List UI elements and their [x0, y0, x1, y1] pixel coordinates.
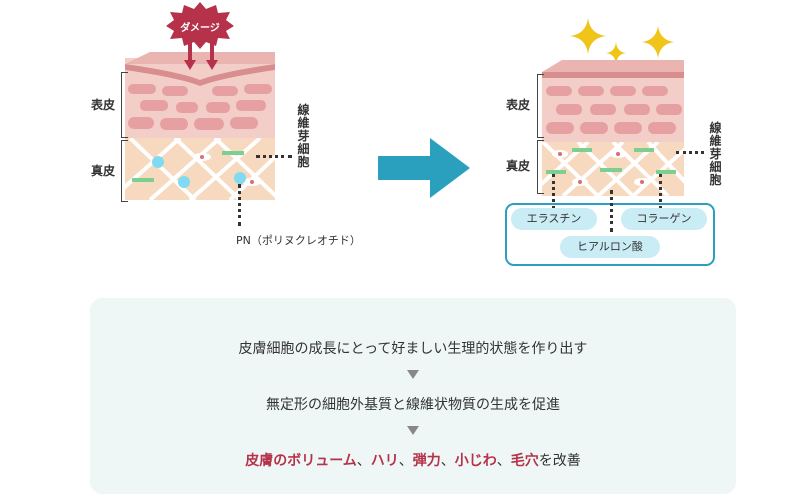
healthy-skin-illustration — [542, 60, 684, 196]
fibroblast-leader-right — [676, 151, 704, 154]
result-volume: 皮膚のボリューム — [245, 453, 357, 469]
result-pores: 毛穴 — [510, 453, 539, 469]
fibroblast-label: 線維芽細胞 — [297, 103, 310, 169]
step-1-text: 皮膚細胞の成長にとって好ましい生理的状態を作り出す — [238, 341, 588, 357]
transition-arrow — [378, 138, 470, 198]
hyaluronic-pill: ヒアルロン酸 — [560, 236, 660, 258]
fibroblast-leader — [256, 155, 292, 158]
result-separator: 、 — [496, 453, 511, 469]
elastin-pill: エラスチン — [511, 208, 597, 230]
elastin-leader — [552, 174, 555, 209]
hyaluronic-leader — [610, 190, 613, 232]
dermis-label: 真皮 — [91, 164, 116, 178]
result-separator: 、 — [356, 453, 371, 469]
dermis-bracket — [121, 140, 128, 202]
results-line: 皮膚のボリューム、ハリ、弾力、小じわ、毛穴を改善 — [90, 450, 736, 470]
damaged-skin-illustration — [125, 2, 275, 200]
result-suffix: を改善 — [538, 453, 581, 469]
dermis-bracket-right — [537, 140, 544, 194]
damage-label: ダメージ — [180, 23, 220, 34]
result-separator: 、 — [398, 453, 413, 469]
down-arrow-icon — [407, 370, 419, 379]
pn-label: PN（ポリヌクレオチド） — [236, 234, 361, 247]
sparkle-icon — [570, 18, 674, 64]
damage-burst-shape — [166, 2, 234, 49]
result-elasticity: 弾力 — [412, 453, 441, 469]
collagen-pill: コラーゲン — [621, 208, 707, 230]
down-arrow-icon — [407, 426, 419, 435]
epidermis-label-right: 表皮 — [506, 98, 531, 112]
collagen-leader — [659, 174, 662, 209]
pn-leader — [238, 184, 241, 226]
effects-panel: 皮膚細胞の成長にとって好ましい生理的状態を作り出す 無定形の細胞外基質と線維状物… — [90, 298, 736, 494]
epidermis-label: 表皮 — [91, 98, 116, 112]
result-firmness: ハリ — [370, 453, 399, 469]
result-fine-lines: 小じわ — [454, 453, 497, 469]
epidermis-bracket-right — [537, 74, 544, 138]
epidermis-bracket — [121, 72, 128, 138]
result-separator: 、 — [440, 453, 455, 469]
fibroblast-label-right: 線維芽細胞 — [709, 121, 722, 187]
dermis-label-right: 真皮 — [506, 159, 531, 173]
step-2-text: 無定形の細胞外基質と線維状物質の生成を促進 — [266, 397, 560, 413]
